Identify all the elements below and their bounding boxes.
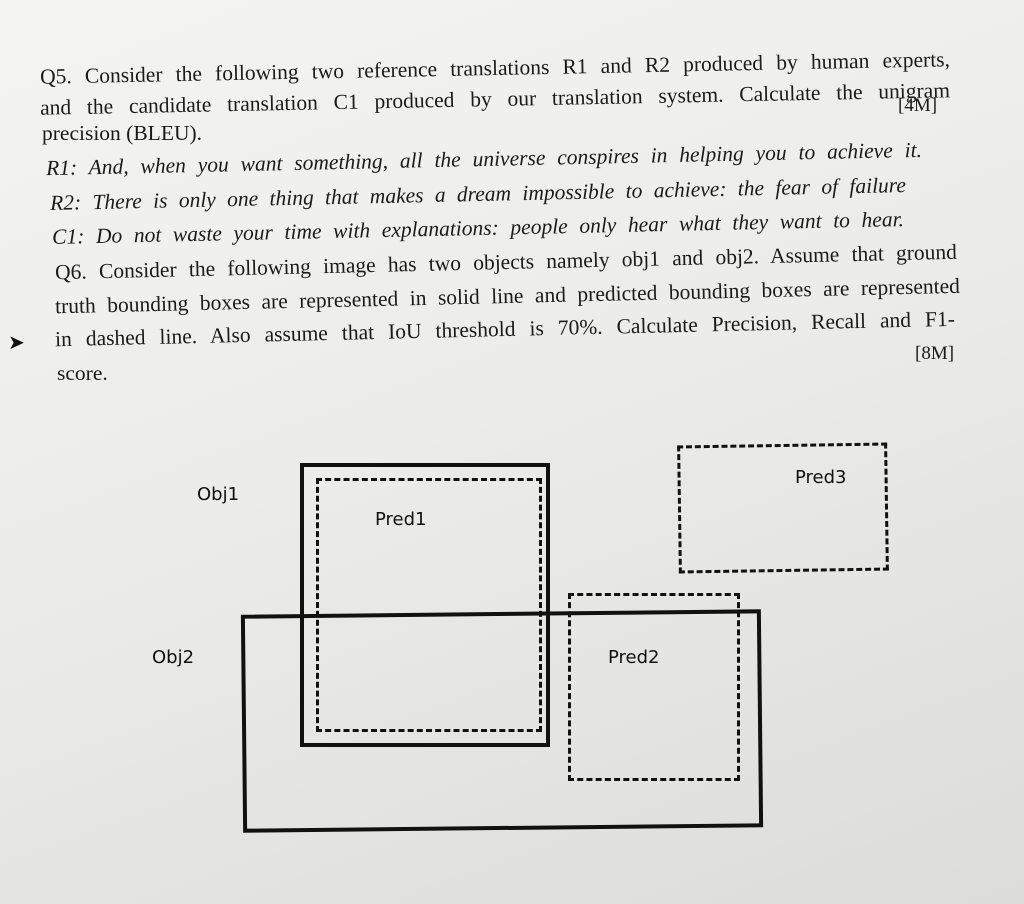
pred1-label: Pred1 [375, 509, 427, 530]
obj1-ground-truth-box [300, 463, 550, 747]
q5-marks: [4M] [898, 95, 938, 116]
q6-marks: [8M] [915, 343, 955, 364]
mouse-pointer-arrow-icon: ➤ [8, 332, 25, 354]
pred3-box [677, 442, 889, 574]
pred2-label: Pred2 [608, 647, 660, 668]
obj2-label: Obj2 [152, 647, 195, 668]
q5-line-3: precision (BLEU). [42, 121, 203, 145]
q6-line-4: score. [57, 361, 108, 385]
pred2-box [568, 593, 740, 781]
pred3-label: Pred3 [795, 467, 847, 488]
pred1-box [316, 478, 542, 732]
obj1-label: Obj1 [197, 484, 240, 505]
